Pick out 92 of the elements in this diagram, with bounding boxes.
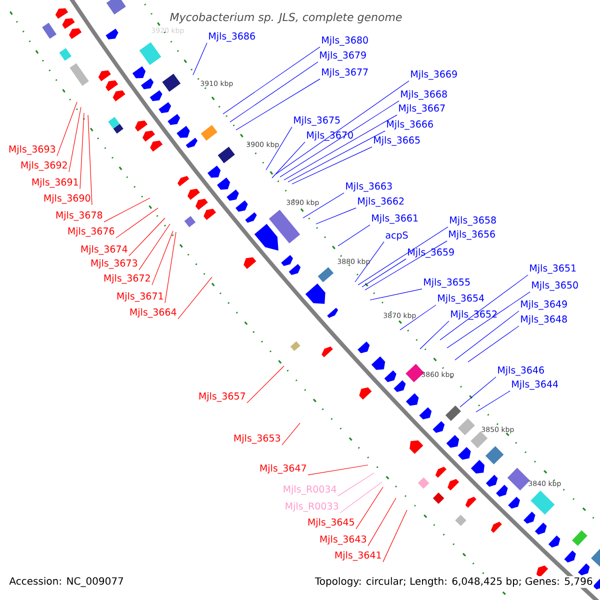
leader-line <box>222 46 320 114</box>
title: Mycobacterium sp. JLS, complete genome <box>170 12 402 24</box>
gene-label: Mjls_3657 <box>199 392 245 402</box>
leader-line <box>284 114 398 180</box>
leader-line <box>178 276 212 320</box>
gene-label: Mjls_3686 <box>209 32 255 42</box>
leader-line <box>454 310 520 360</box>
gene-label: Mjls_3649 <box>521 300 567 310</box>
leader-line <box>340 482 382 514</box>
gene-label: Mjls_3691 <box>32 178 78 188</box>
leader-line <box>338 472 374 496</box>
leader-line <box>230 62 318 122</box>
gene-label: Mjls_3643 <box>320 535 366 545</box>
gene-label: Mjls_3673 <box>91 259 138 269</box>
leader-line <box>152 230 174 286</box>
leader-line <box>246 366 284 404</box>
gene-label: Mjls_3676 <box>68 227 114 237</box>
gene-label: Mjls_3674 <box>81 245 128 255</box>
leader-line <box>192 42 208 76</box>
gene-label: Mjls_3647 <box>260 464 306 474</box>
leader-line <box>370 288 422 300</box>
leader-line <box>364 240 448 290</box>
gene-label: Mjls_R0033 <box>286 502 338 512</box>
gene-label: Mjls_3675 <box>294 116 340 126</box>
gene-label: Mjls_3658 <box>450 216 496 226</box>
gene-label: Mjls_3669 <box>411 70 457 80</box>
gene-label: Mjls_3667 <box>399 104 445 114</box>
leader-line <box>292 146 372 184</box>
gene-label: Mjls_3641 <box>335 551 381 561</box>
leader-line <box>88 114 92 206</box>
leader-line <box>282 422 300 446</box>
gene-label: Mjls_3680 <box>322 36 368 46</box>
gene-label: Mjls_3651 <box>530 264 576 274</box>
leader-line <box>358 226 448 286</box>
gene-label: Mjls_3663 <box>346 182 392 192</box>
gene-label: Mjls_3648 <box>521 315 567 325</box>
leader-line <box>440 274 528 340</box>
gene-label: Mjls_3666 <box>387 120 433 130</box>
leader-line <box>302 192 344 218</box>
gene-label: Mjls_3671 <box>117 292 163 302</box>
info-text: Accession: NC_009077 <box>8 576 125 588</box>
leader-line <box>68 106 82 172</box>
leader-line <box>280 100 400 178</box>
leader-line <box>104 198 150 222</box>
leader-line <box>338 224 370 246</box>
gene-label: Mjls_3656 <box>449 230 495 240</box>
gene-label: acpS <box>386 231 408 241</box>
gene-label: Mjls_3661 <box>372 214 418 224</box>
leader-line <box>368 498 396 546</box>
gene-label: Mjls_3678 <box>56 211 102 221</box>
gene-label: Mjls_3650 <box>532 281 578 291</box>
leader-line <box>164 232 176 304</box>
gene-label: Mjls_3654 <box>438 294 484 304</box>
gene-label: Mjls_3668 <box>401 90 447 100</box>
leader-line <box>400 304 436 330</box>
gene-label: Mjls_3665 <box>374 136 420 146</box>
leader-line <box>362 258 406 288</box>
leader-line <box>354 241 384 282</box>
gene-label: Mjls_3645 <box>308 518 354 528</box>
gene-label: Mjls_3664 <box>130 308 176 318</box>
leader-line <box>420 320 450 350</box>
gene-label: Mjls_3644 <box>512 380 558 390</box>
gene-label: Mjls_3662 <box>358 197 404 207</box>
leader-line <box>236 78 320 130</box>
leader-line <box>56 102 78 156</box>
leader-line <box>80 112 84 190</box>
gene-label: Mjls_3690 <box>44 194 90 204</box>
leader-line <box>288 130 386 182</box>
leader-line <box>276 80 410 174</box>
leader-line <box>446 292 530 348</box>
leader-line <box>316 208 356 224</box>
leader-line <box>382 510 408 562</box>
gene-label: Mjls_R0034 <box>284 485 336 495</box>
info-text: Topology: circular; Length: 6,048,425 bp; Genes: 5,796 <box>314 576 594 588</box>
leader-line <box>266 126 292 170</box>
leader-line <box>460 376 496 408</box>
gene-label: Mjls_3693 <box>9 145 56 155</box>
gene-label: Mjls_3655 <box>424 278 470 288</box>
gene-label: Mjls_3677 <box>322 68 368 78</box>
leader-line <box>356 486 384 530</box>
gene-label: Mjls_3692 <box>21 161 67 171</box>
leader-line <box>116 208 158 238</box>
gene-label: Mjls_3672 <box>104 274 150 284</box>
gene-label: Mjls_3653 <box>234 434 280 444</box>
leader-line <box>128 218 166 256</box>
leader-line <box>468 326 520 362</box>
leader-line <box>308 464 368 476</box>
gene-label: Mjls_3679 <box>320 51 366 61</box>
leader-line <box>272 142 306 178</box>
leader-line <box>476 390 510 412</box>
leader-line <box>138 224 170 270</box>
gene-label: Mjls_3646 <box>498 366 544 376</box>
